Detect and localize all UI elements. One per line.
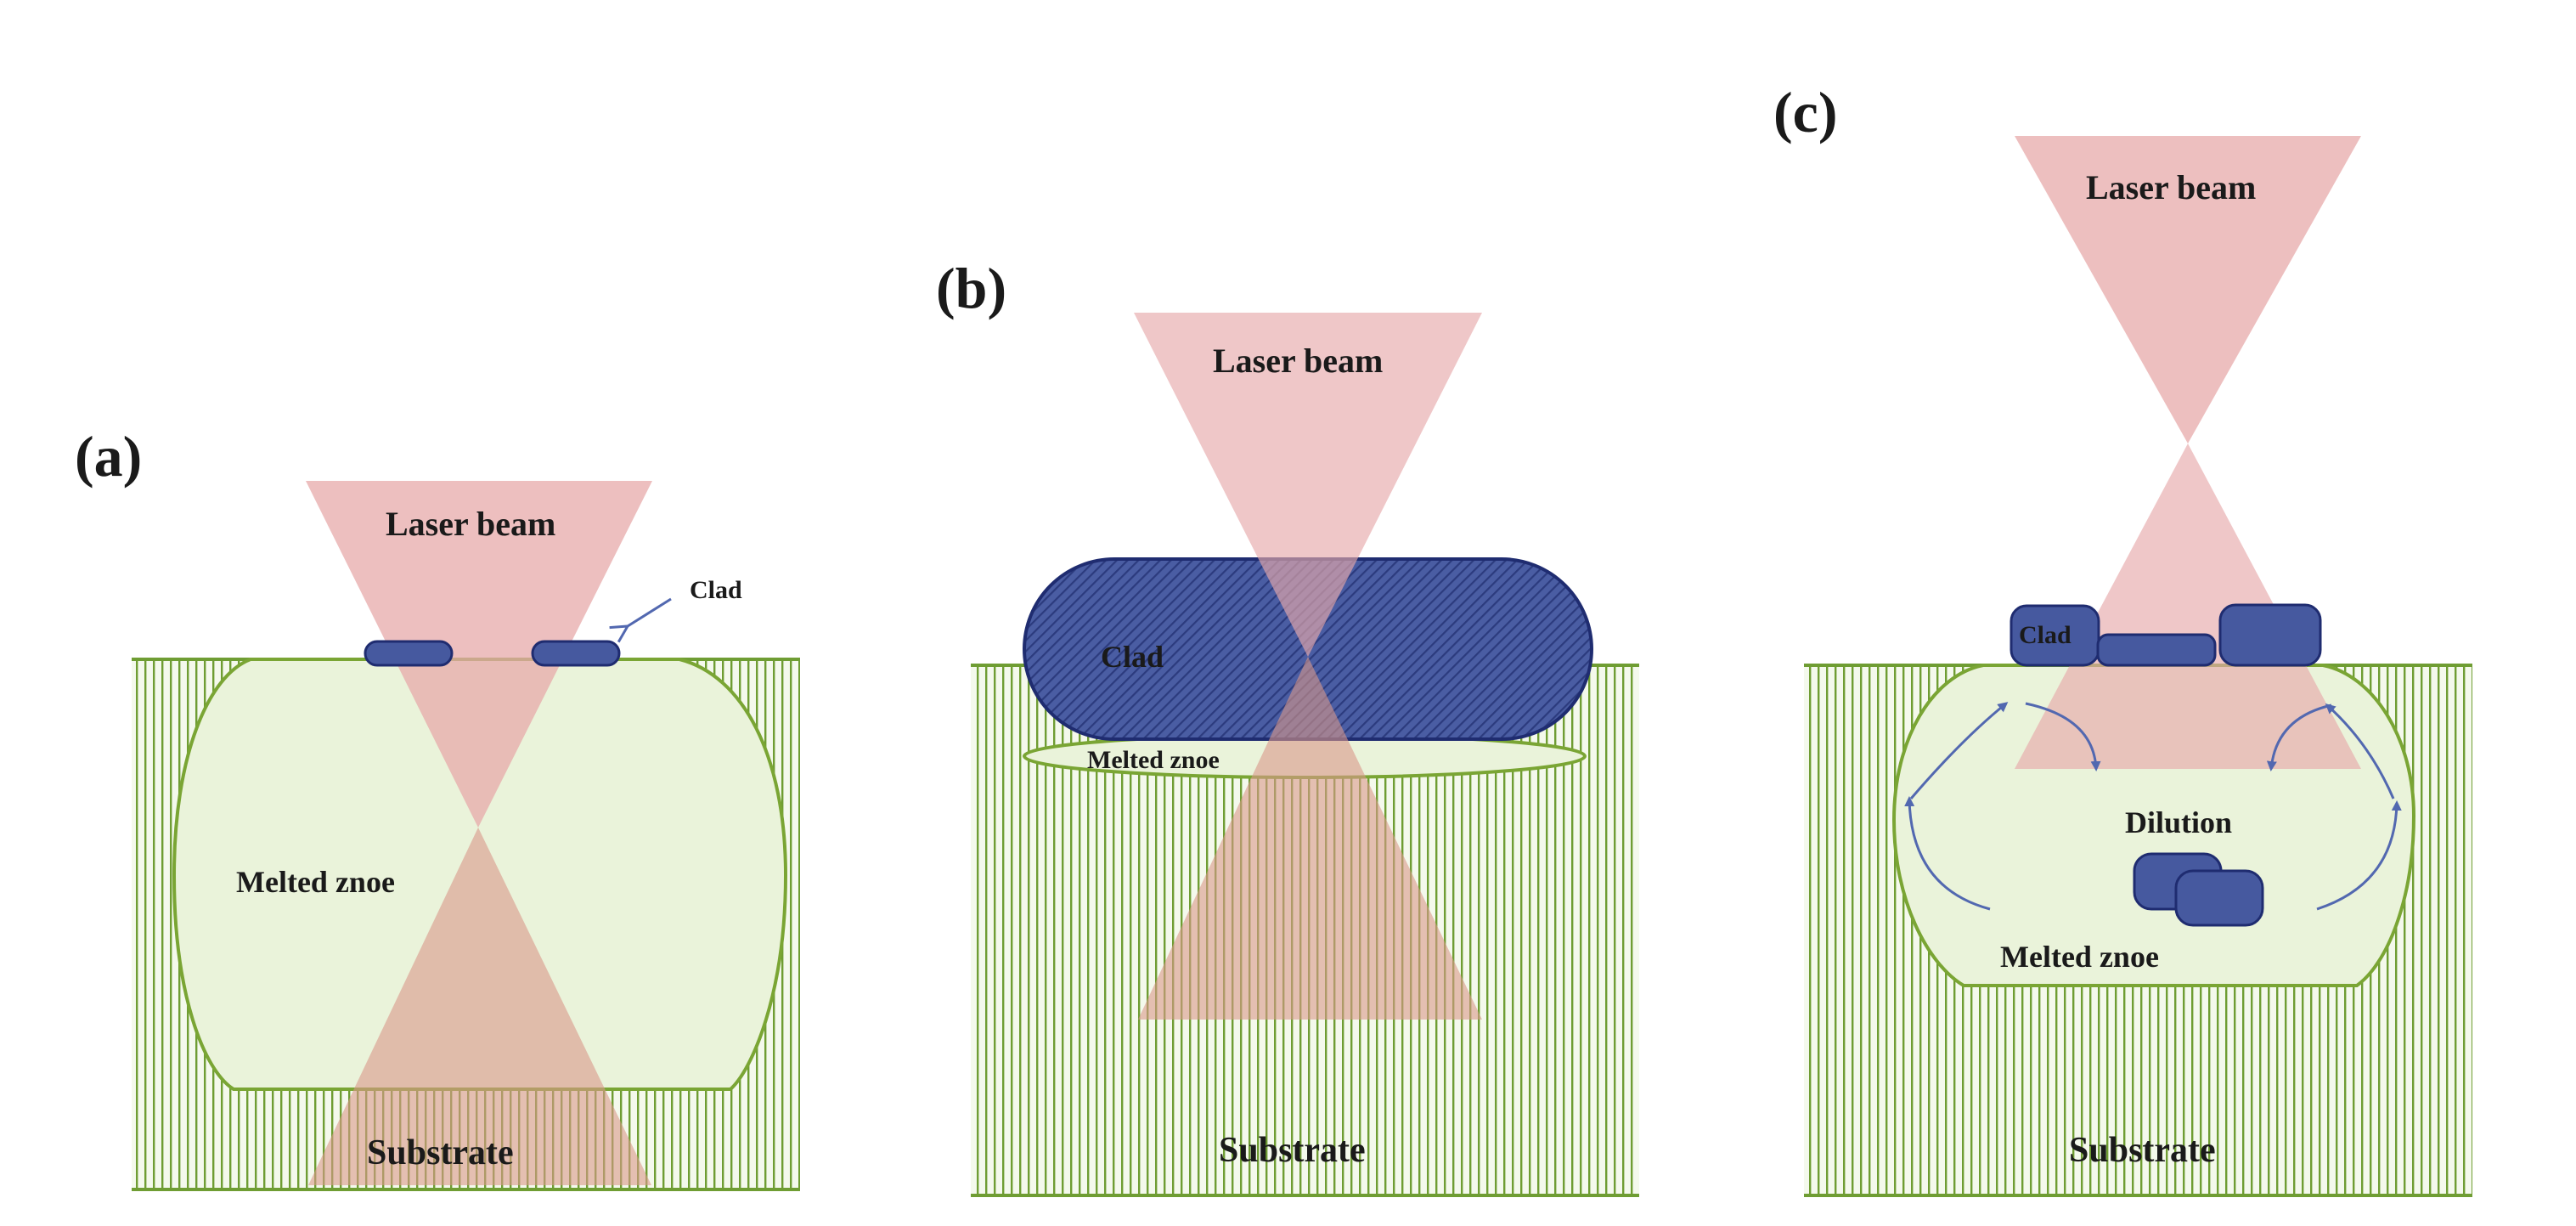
clad-bead-right-a (531, 640, 621, 667)
flow-arrow-right-lower-c (2316, 800, 2402, 911)
substrate-label-a: Substrate (367, 1133, 514, 1172)
melted-zone-label-b: Melted znoe (1087, 746, 1220, 774)
clad-label-b: Clad (1101, 640, 1164, 674)
laser-cone-upper-b (1134, 313, 1482, 657)
panel-letter-b: (b) (936, 256, 1006, 320)
clad-bead-left-a (364, 640, 454, 667)
clad-bead-left-c (2010, 604, 2100, 667)
clad-pointer-arrow-a (628, 597, 672, 626)
clad-bead-middle-c (2096, 633, 2217, 667)
laser-beam-label-a: Laser beam (386, 505, 555, 543)
flow-arrow-center-right-c (2266, 703, 2332, 771)
flow-arrow-left-upper-c (1909, 702, 2009, 799)
clad-label-c: Clad (2019, 621, 2072, 649)
melted-zone-label-c: Melted znoe (2000, 940, 2159, 974)
panel-c: (c) Laser beam Clad Dilution Melted znoe… (1773, 80, 2472, 1197)
panel-letter-a: (a) (75, 424, 142, 489)
substrate-label-b: Substrate (1219, 1131, 1366, 1170)
dilution-particle-front-c (2174, 869, 2264, 927)
laser-cone-lower-b (1138, 657, 1482, 1020)
laser-beam-label-b: Laser beam (1213, 342, 1383, 380)
laser-cone-lower-a (308, 828, 651, 1185)
dilution-label-c: Dilution (2125, 805, 2232, 839)
clad-bead-right-c (2218, 603, 2322, 667)
laser-cone-upper-c (2015, 136, 2361, 444)
laser-beam-label-c: Laser beam (2086, 168, 2256, 206)
flow-arrow-left-lower-c (1904, 796, 1991, 911)
panel-a: (a) Laser beam Clad Melted znoe Substrat… (75, 424, 800, 1191)
laser-cone-lower-c (2015, 444, 2361, 769)
melted-zone-label-a: Melted znoe (236, 865, 395, 899)
flow-arrow-center-left-c (2025, 702, 2101, 771)
substrate-label-c: Substrate (2069, 1131, 2216, 1170)
clad-label-a: Clad (690, 576, 742, 604)
flow-arrow-right-upper-c (2325, 703, 2395, 799)
laser-cone-upper-a (306, 481, 652, 828)
panel-b: (b) Laser beam Clad Melted znoe Substrat… (936, 256, 1639, 1197)
panel-letter-c: (c) (1773, 80, 1837, 144)
